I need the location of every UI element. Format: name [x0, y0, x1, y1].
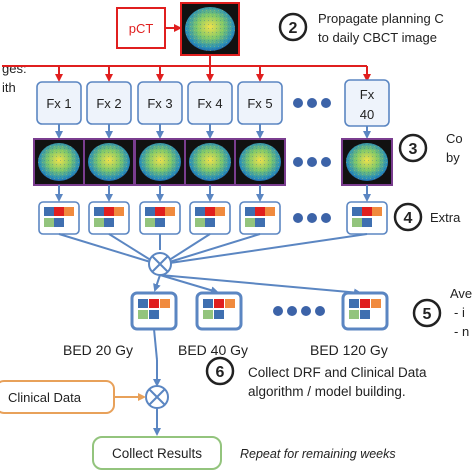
cbct-image-5 — [234, 138, 286, 186]
step-2-badge: 2 — [278, 12, 308, 42]
feature-map-4 — [189, 201, 231, 235]
fraction-box-2: Fx 2 — [86, 81, 132, 125]
feature-map-2 — [88, 201, 130, 235]
ellipsis-dots-row1 — [293, 98, 331, 108]
bed-box-120 — [341, 291, 389, 331]
ellipsis-dots-row2 — [293, 157, 331, 167]
step-5-line2: - i — [454, 305, 465, 320]
fraction-box-40: Fx 40 — [344, 79, 390, 127]
planning-ct-image — [180, 2, 240, 56]
step-6-line1: Collect DRF and Clinical Data — [248, 365, 427, 380]
fx-to-cbct-arrows — [55, 124, 371, 139]
fraction-label-line2: 40 — [360, 107, 374, 122]
step-6-badge: 6 — [205, 356, 235, 386]
fraction-boxes: Fx 1 Fx 2 Fx 3 Fx 4 Fx 5 Fx 40 — [36, 79, 390, 127]
step-3-line1: Co — [446, 131, 463, 146]
collect-results-box: Collect Results — [92, 436, 222, 470]
step-5-line3: - n — [454, 324, 469, 339]
fraction-box-5: Fx 5 — [237, 81, 283, 125]
bed-label-20: BED 20 Gy — [63, 342, 133, 358]
pct-box: pCT — [116, 7, 166, 49]
bed-box-40 — [195, 291, 243, 331]
svg-text:6: 6 — [216, 364, 225, 381]
repeat-note: Repeat for remaining weeks — [240, 447, 396, 461]
combine-node-2 — [145, 385, 169, 409]
step-3-line2: by — [446, 150, 460, 165]
propagation-arrows — [2, 55, 371, 82]
fraction-label: Fx 4 — [197, 96, 222, 111]
feature-map-5 — [239, 201, 281, 235]
fraction-box-3: Fx 3 — [137, 81, 183, 125]
step-6-line2: algorithm / model building. — [248, 384, 406, 399]
svg-text:Clinical Data: Clinical Data — [8, 390, 82, 405]
step-2-line1: Propagate planning C — [318, 11, 444, 26]
bed-label-40: BED 40 Gy — [178, 342, 248, 358]
cbct-images — [33, 138, 393, 186]
ellipsis-dots-row4 — [273, 306, 325, 316]
fraction-label-line1: Fx — [360, 87, 375, 102]
cbct-image-40 — [341, 138, 393, 186]
cbct-image-3 — [134, 138, 186, 186]
cbct-image-4 — [184, 138, 236, 186]
cbct-image-1 — [33, 138, 85, 186]
svg-text:3: 3 — [409, 141, 418, 158]
left-text-line2: ith — [2, 80, 16, 95]
fraction-label: Fx 1 — [46, 96, 71, 111]
svg-text:4: 4 — [404, 210, 413, 227]
bed-to-combine-lines — [153, 328, 161, 387]
bed-label-120: BED 120 Gy — [310, 342, 388, 358]
step-2-line2: to daily CBCT image — [318, 30, 437, 45]
diverging-lines — [153, 274, 362, 297]
svg-text:2: 2 — [289, 20, 298, 37]
cbct-to-feature-arrows — [55, 185, 371, 202]
step-4-badge: 4 — [393, 202, 423, 232]
fraction-box-4: Fx 4 — [187, 81, 233, 125]
pct-label: pCT — [129, 21, 154, 36]
step-5-line1: Ave — [450, 286, 472, 301]
fraction-label: Fx 5 — [247, 96, 272, 111]
feature-map-3 — [139, 201, 181, 235]
ellipsis-dots-row3 — [293, 213, 331, 223]
svg-text:5: 5 — [423, 306, 432, 323]
converging-lines — [58, 233, 368, 265]
svg-text:Collect Results: Collect Results — [112, 446, 202, 461]
step-4-text: Extra — [430, 210, 461, 225]
bed-box-20 — [130, 291, 178, 331]
step-5-badge: 5 — [412, 298, 442, 328]
cbct-image-2 — [83, 138, 135, 186]
feature-map-1 — [38, 201, 80, 235]
feature-map-40 — [346, 201, 388, 235]
step-3-badge: 3 — [398, 133, 428, 163]
left-text-line1: ges: — [2, 61, 27, 76]
combine-node-1 — [148, 252, 172, 276]
clinical-data-box: Clinical Data — [0, 380, 115, 414]
feature-maps — [38, 201, 388, 235]
fraction-label: Fx 2 — [96, 96, 121, 111]
fraction-box-1: Fx 1 — [36, 81, 82, 125]
fraction-label: Fx 3 — [147, 96, 172, 111]
